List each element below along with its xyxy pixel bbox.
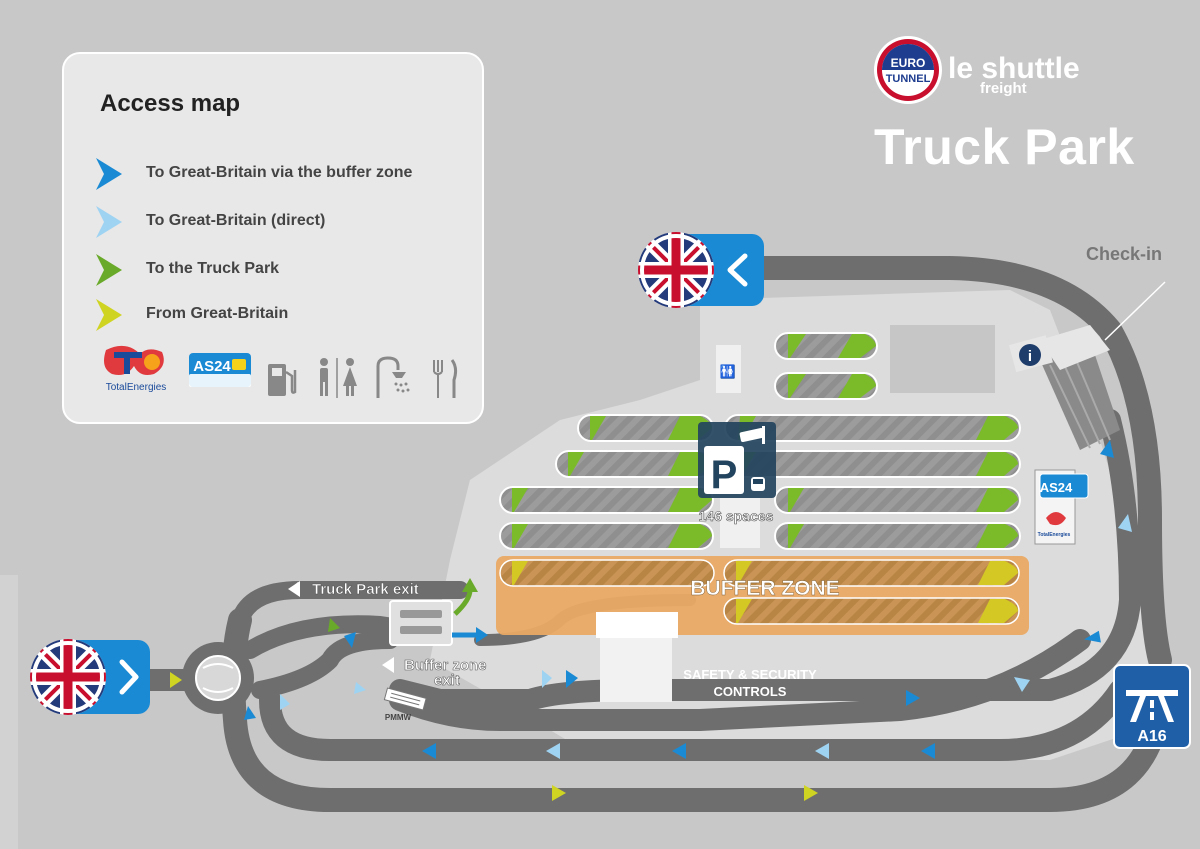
toilets-block [716, 345, 741, 393]
road-buffer-link [251, 631, 399, 699]
buffer-exit-arrow [382, 657, 394, 673]
svg-text:TotalEnergies: TotalEnergies [1038, 532, 1071, 538]
pmmw-barrier [383, 687, 427, 711]
svg-text:AS24: AS24 [1040, 480, 1073, 495]
info-icon [1019, 344, 1041, 366]
svg-text:le shuttle: le shuttle [948, 52, 1080, 85]
gb-flag-left [30, 639, 150, 715]
gate-building [389, 600, 453, 646]
parking-letter: P [711, 453, 738, 497]
buffer-exit-label-1: Buffer zone [404, 657, 487, 674]
road-inner-loop [259, 679, 1131, 761]
controls-label-2: CONTROLS [714, 684, 787, 699]
pmmw-label: PMMW [385, 713, 412, 722]
legend-label: From Great-Britain [146, 305, 289, 322]
parking-lanes [499, 332, 1021, 550]
svg-text:TotalEnergies: TotalEnergies [106, 382, 167, 393]
road-roundabout-link [241, 615, 409, 659]
road-gb-arrival [748, 256, 1172, 672]
legend-title: Access map [100, 90, 241, 117]
legend-label: To the Truck Park [146, 260, 280, 277]
svg-text:EURO: EURO [891, 56, 926, 70]
lane-green-ends [512, 334, 1018, 548]
buffer-exit-label-2: exit [434, 672, 460, 689]
eurotunnel-logo: EURO TUNNEL le shuttle [872, 34, 1132, 106]
shower-icon [372, 354, 418, 400]
restaurant-icon [430, 358, 460, 400]
legend-panel: Access map To Great-Britain via the buff… [62, 52, 484, 424]
legend-label: To Great-Britain via the buffer zone [146, 164, 413, 181]
cctv-icon [739, 426, 765, 444]
parking-count: 146 spaces [699, 508, 774, 524]
svg-text:🚻: 🚻 [720, 364, 736, 379]
legend-item-direct: To Great-Britain (direct) [94, 204, 474, 240]
svg-text:AS24: AS24 [193, 358, 231, 375]
buffer-zone-label: BUFFER ZONE [690, 577, 839, 600]
totalenergies-logo: TotalEnergies [96, 344, 176, 394]
svg-text:i: i [1028, 348, 1032, 365]
motorway-label: A16 [1137, 728, 1166, 745]
truck-park-exit-label: Truck Park exit [312, 581, 419, 598]
controls-label-1: SAFETY & SECURITY [683, 667, 817, 682]
chevron-green-icon [96, 254, 122, 286]
svg-text:TUNNEL: TUNNEL [886, 73, 931, 85]
fuel-pump-icon [264, 358, 300, 400]
gb-flag-top [638, 232, 764, 308]
direction-chevrons [170, 440, 1132, 801]
fuel-station-sign: AS24 TotalEnergies [1034, 469, 1089, 545]
bus-icon [751, 477, 765, 491]
chevron-dark-blue-icon [96, 158, 122, 190]
brand-freight: freight [980, 80, 1027, 97]
chevron-yellow-icon [96, 299, 122, 331]
legend-item-from-gb: From Great-Britain [94, 297, 474, 333]
chevron-light-blue-icon [96, 206, 122, 238]
road-main-return [389, 409, 1141, 711]
checkin-label: Check-in [1086, 244, 1162, 264]
gray-building [890, 325, 995, 393]
legend-item-buffer-zone: To Great-Britain via the buffer zone [94, 156, 474, 192]
legend-item-truck-park: To the Truck Park [94, 252, 474, 288]
as24-logo: AS24 [188, 352, 252, 390]
a16-motorway-sign: A16 [1113, 664, 1191, 749]
toilets-icon [312, 356, 362, 400]
left-ground-strip [0, 575, 18, 849]
page-title: Truck Park [874, 119, 1135, 175]
legend-label: To Great-Britain (direct) [146, 212, 326, 229]
road-controls [389, 629, 1091, 731]
